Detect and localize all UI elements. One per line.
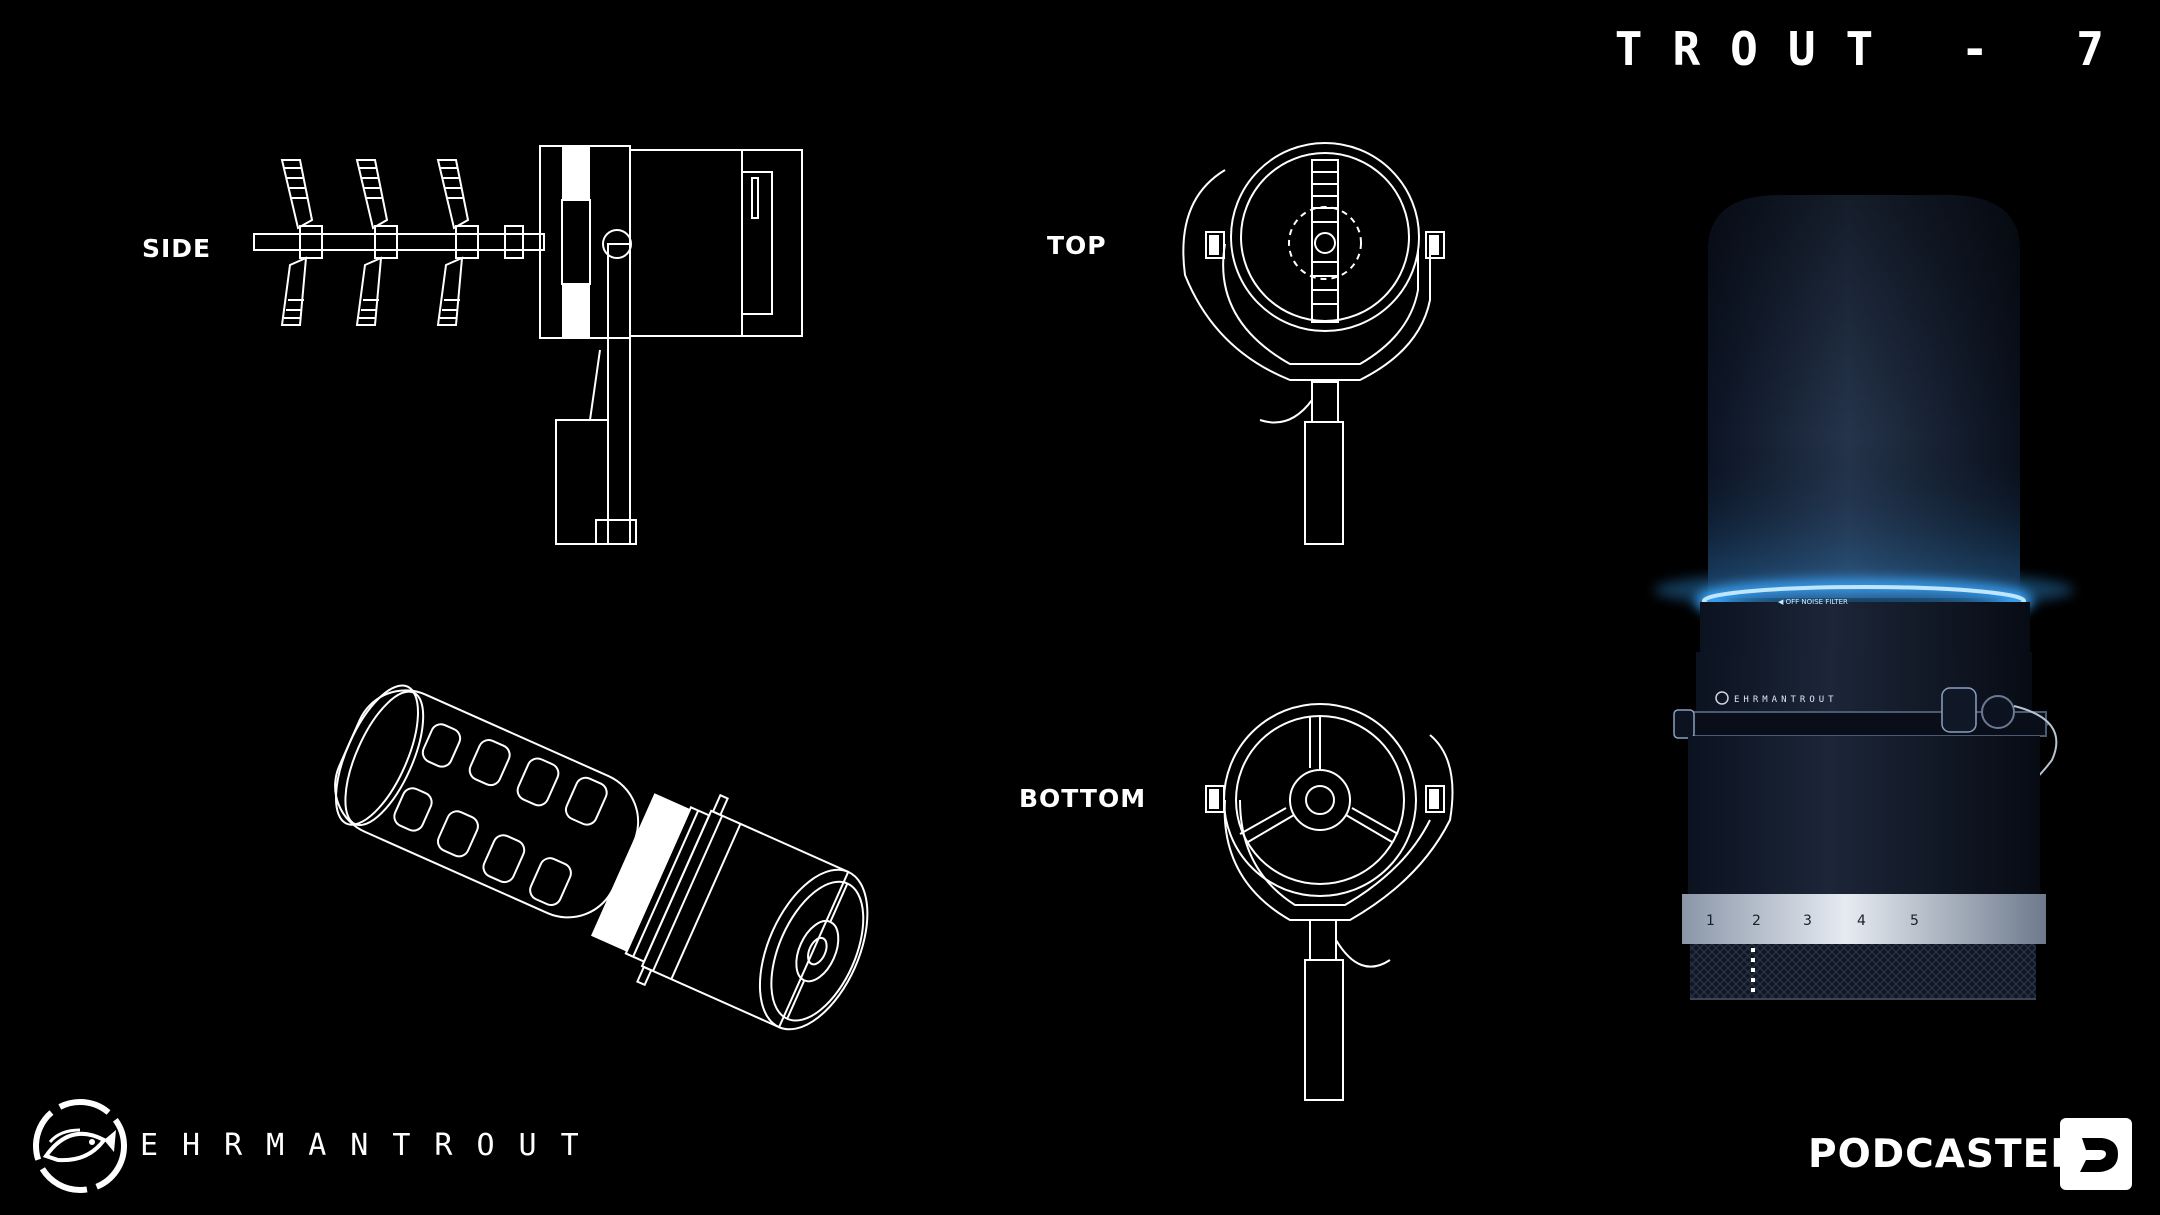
svg-text:4: 4: [1857, 913, 1866, 929]
microphone-render: ◀ OFF NOISE FILTER EHRMANTROUT 1 2 3 4: [1654, 195, 2074, 1000]
noise-filter-text: ◀ OFF NOISE FILTER: [1778, 598, 1848, 606]
svg-text:5: 5: [1910, 913, 1919, 929]
top-view-drawing: [1182, 142, 1445, 545]
product-type-label: PODCASTER: [1808, 1132, 2082, 1177]
side-screw-3: [436, 159, 524, 326]
dial-numbers: 1 2 3 4 5: [1706, 913, 1919, 929]
bottom-view-label: BOTTOM: [1019, 784, 1147, 813]
side-view-drawing: [253, 145, 803, 545]
trout-logo-icon: [33, 1099, 127, 1193]
d-logo-icon: [2060, 1118, 2132, 1190]
device-brand-text: EHRMANTROUT: [1734, 695, 1838, 705]
side-screw-2: [355, 159, 398, 326]
top-view-label: TOP: [1047, 231, 1107, 260]
svg-text:3: 3: [1803, 913, 1812, 929]
product-code-title: TROUT - 7: [1614, 22, 2134, 76]
brand-name: EHRMANTROUT: [140, 1128, 603, 1163]
iso-grille-slots: [393, 723, 608, 907]
isometric-view-drawing: [334, 684, 869, 1031]
svg-text:1: 1: [1706, 913, 1715, 929]
dial-indicator-marks: [1751, 948, 1755, 992]
side-view-label: SIDE: [142, 234, 212, 263]
side-screw-1: [280, 159, 323, 326]
bottom-view-drawing: [1205, 703, 1454, 1101]
svg-text:2: 2: [1752, 913, 1761, 929]
